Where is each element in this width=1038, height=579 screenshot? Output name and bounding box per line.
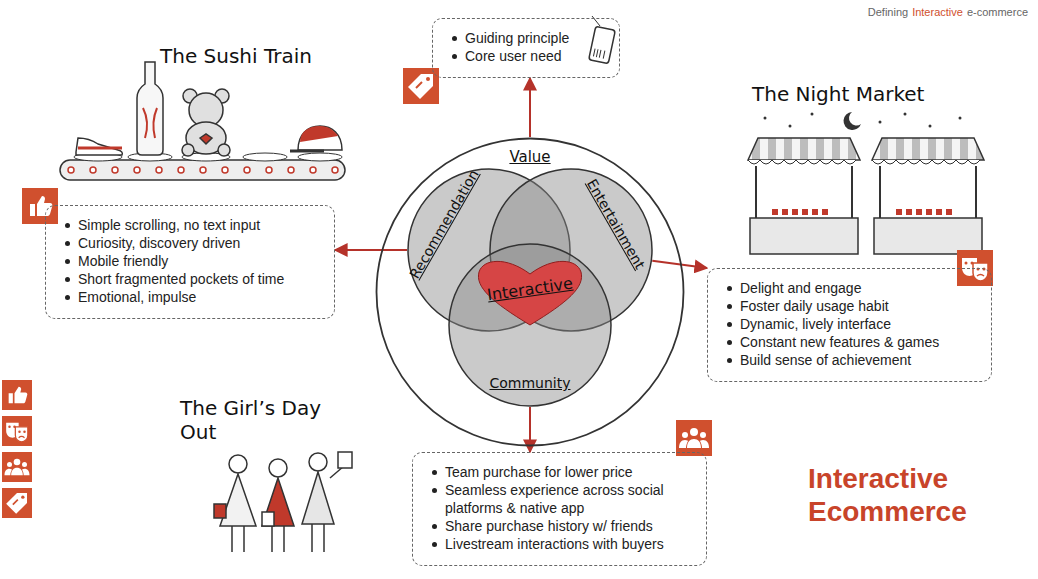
bullet-text: Core user need <box>449 47 607 65</box>
slide-title: Interactive Ecommerce <box>808 462 1008 528</box>
legs <box>312 524 324 552</box>
title-word: Defining <box>868 6 908 18</box>
bullet-text: Foster daily usage habit <box>724 297 979 315</box>
bullet-text: Delight and engage <box>724 279 979 297</box>
stall-goods <box>896 209 956 215</box>
bullet-text: Share purchase history w/ friends <box>429 517 694 535</box>
heart-center: Interactive <box>472 257 588 327</box>
bullet-text: Short fragmented pockets of time <box>62 270 322 288</box>
shopping-bag <box>214 504 226 518</box>
conveyor-rollers <box>60 160 345 180</box>
bullet-text: Guiding principle <box>449 29 607 47</box>
note-box: Delight and engageFoster daily usage hab… <box>707 268 992 382</box>
note-box: Team purchase for lower priceSeamless ex… <box>412 452 707 566</box>
conveyor-belt <box>60 160 345 180</box>
stall-counter <box>750 218 858 254</box>
night-market-illustration <box>748 112 984 254</box>
legs <box>232 526 244 552</box>
dress <box>262 478 294 526</box>
arrow-connector <box>529 78 531 137</box>
cap <box>298 126 342 150</box>
scene-heading: The Girl’s Day Out <box>180 396 360 444</box>
scene-heading: The Sushi Train <box>160 44 312 68</box>
dress <box>302 472 334 524</box>
awning-scallop <box>748 160 856 164</box>
arrow-connector <box>335 249 407 251</box>
cap-top <box>300 126 338 142</box>
thumbs-up-icon <box>22 188 58 224</box>
plate <box>243 153 287 161</box>
masks-icon <box>2 416 32 446</box>
note-box: Guiding principleCore user need <box>432 18 620 78</box>
girls-illustration <box>214 452 352 552</box>
shopping-bag <box>262 512 274 526</box>
cap-brim <box>290 150 324 153</box>
note-box: Simple scrolling, no text inputCuriosity… <box>45 205 335 319</box>
stall-counter <box>874 218 982 254</box>
star <box>764 117 767 120</box>
page-title: Defining Interactive e-commerce <box>868 6 1028 18</box>
scene-heading: The Night Market <box>752 82 924 106</box>
bullet-text: Mobile friendly <box>62 252 322 270</box>
market-stall <box>872 138 984 254</box>
star <box>811 113 814 116</box>
awning <box>748 138 860 160</box>
bullet-text: Dynamic, lively interface <box>724 315 979 333</box>
title-word: e-commerce <box>967 6 1028 18</box>
circle-label: Value <box>509 148 550 166</box>
star <box>879 121 882 124</box>
title-word: Interactive <box>912 6 963 18</box>
shoe <box>76 138 122 155</box>
awning-scallop <box>872 160 980 164</box>
people-icon <box>2 452 32 482</box>
venn-outline <box>449 244 611 406</box>
shoe-stripe <box>78 147 122 150</box>
bottle-flower <box>143 108 157 138</box>
teddy-bear <box>182 89 230 156</box>
star <box>904 113 907 116</box>
circle-label: Community <box>489 375 570 391</box>
tag-body <box>589 26 616 63</box>
bear-foot <box>182 144 194 156</box>
star <box>929 125 932 128</box>
bear-heart <box>200 134 212 144</box>
bullet-text: Curiosity, discovery driven <box>62 234 322 252</box>
bullet-text: Simple scrolling, no text input <box>62 216 322 234</box>
tag-icon <box>2 488 32 518</box>
shopping-bag <box>338 452 352 468</box>
bear-foot <box>218 144 230 156</box>
awning <box>872 138 984 160</box>
tag-barcode <box>593 49 604 59</box>
stall-goods <box>772 209 832 215</box>
bottle <box>137 62 163 155</box>
star <box>789 125 792 128</box>
bullet-text: Constant new features & games <box>724 333 979 351</box>
head <box>229 455 247 473</box>
bullet-text: Team purchase for lower price <box>429 463 694 481</box>
market-stall <box>748 138 860 254</box>
bullet-text: Seamless experience across social platfo… <box>429 481 694 517</box>
sushi-train-illustration <box>60 62 345 180</box>
head <box>309 453 327 471</box>
legs <box>272 526 284 552</box>
moon <box>844 112 861 130</box>
plate <box>298 153 342 161</box>
bullet-text: Build sense of achievement <box>724 351 979 369</box>
thumbs-up-icon <box>2 380 32 410</box>
heart-shape <box>478 261 581 325</box>
head <box>269 459 287 477</box>
star <box>959 117 962 120</box>
bullet-text: Emotional, impulse <box>62 288 322 306</box>
price-tag <box>589 16 616 64</box>
value-ring: ValueRecommendationEntertainmentCommunit… <box>375 137 685 447</box>
stars <box>764 113 962 128</box>
tag-icon <box>403 68 439 104</box>
bullet-text: Livestream interactions with buyers <box>429 535 694 553</box>
ring-outline <box>377 139 684 446</box>
people-icon <box>676 420 712 456</box>
